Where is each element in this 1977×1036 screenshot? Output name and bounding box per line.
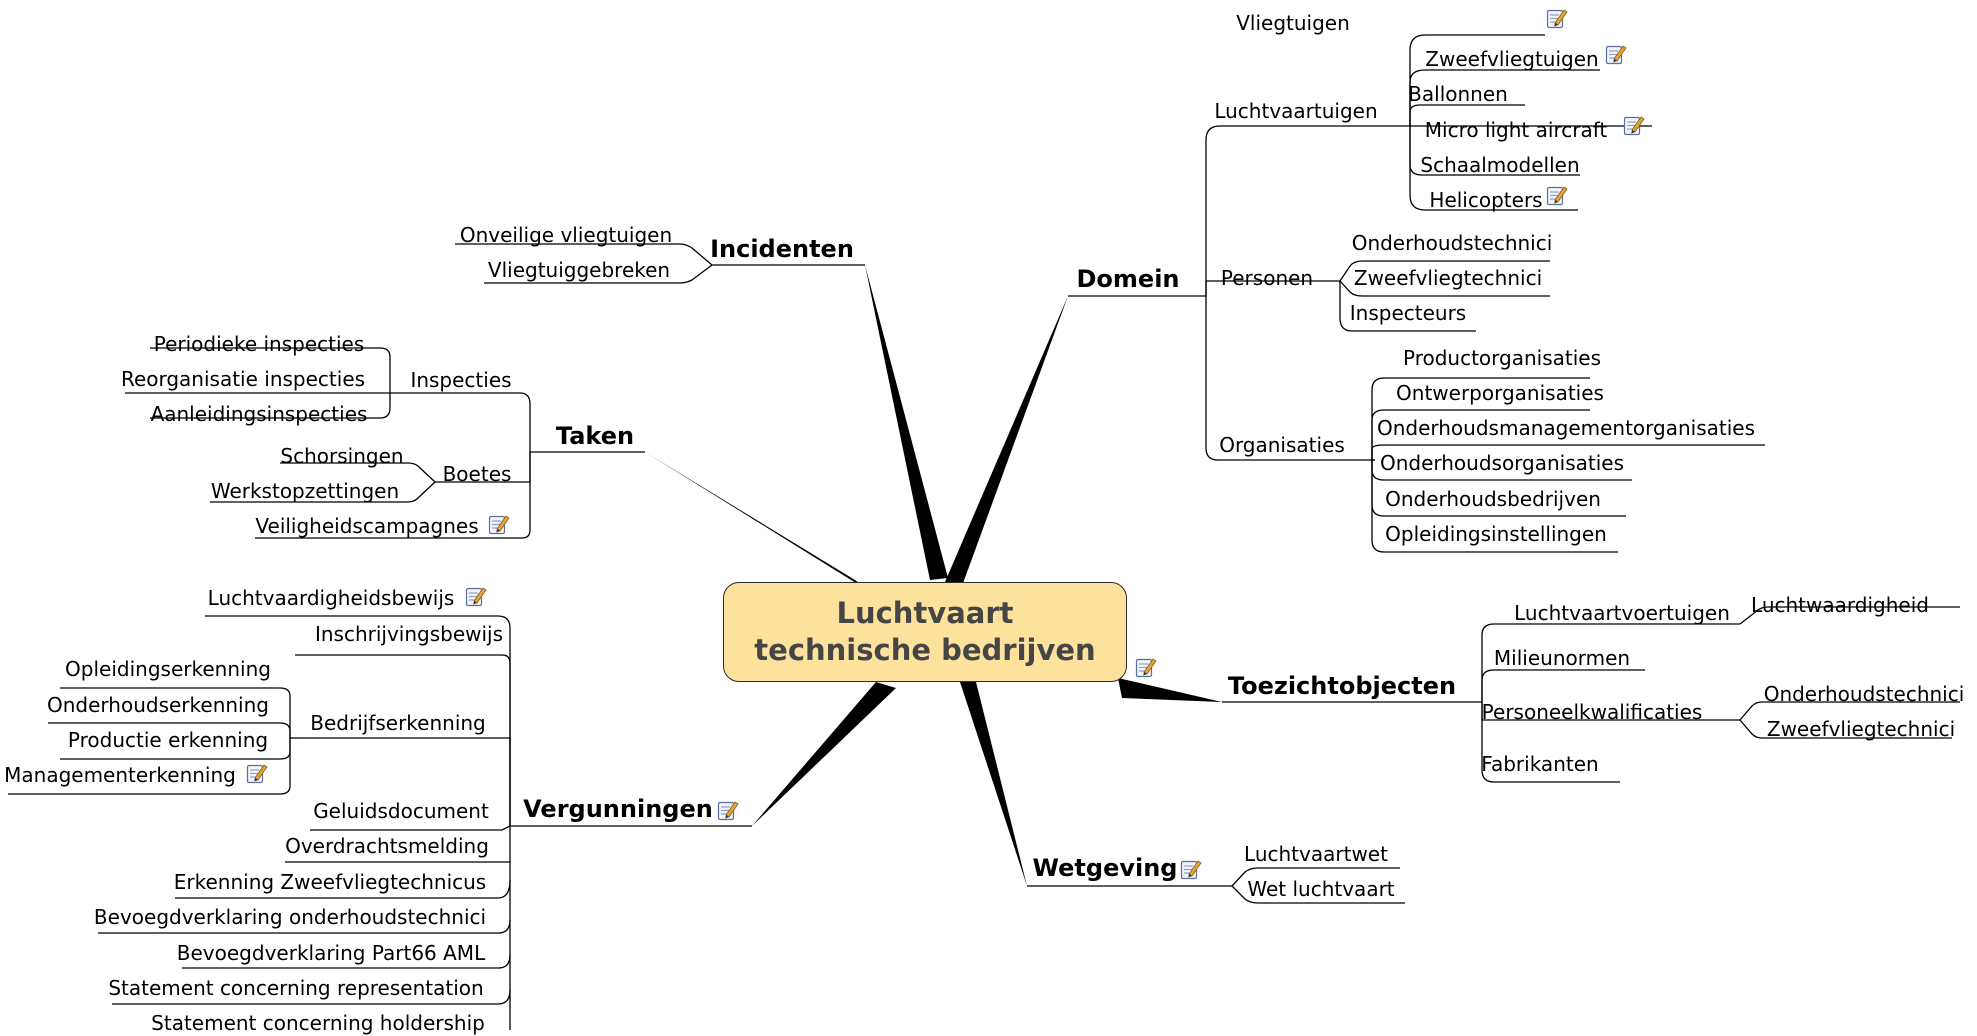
note-edit-icon[interactable] xyxy=(1546,7,1568,29)
note-edit-icon[interactable] xyxy=(1623,114,1645,136)
node-opleidingserkenning[interactable]: Opleidingserkenning xyxy=(65,657,271,681)
node-personen[interactable]: Personen xyxy=(1220,266,1314,290)
node-bevoegdverklaring-part66[interactable]: Bevoegdverklaring Part66 AML xyxy=(176,941,486,965)
node-managementerkenning[interactable]: Managementerkenning xyxy=(4,763,236,787)
node-zweefvliegtuigen[interactable]: Zweefvliegtuigen xyxy=(1425,47,1599,71)
wedge-wetgeving xyxy=(960,682,1027,886)
node-ballonnen[interactable]: Ballonnen xyxy=(1408,82,1508,106)
note-edit-icon[interactable] xyxy=(1546,184,1568,206)
branch-taken[interactable]: Taken xyxy=(555,422,635,450)
note-edit-icon[interactable] xyxy=(1180,858,1202,880)
node-onderhoudstechnici-toezicht[interactable]: Onderhoudstechnici xyxy=(1763,682,1965,706)
node-geluidsdocument[interactable]: Geluidsdocument xyxy=(313,799,489,823)
note-edit-icon[interactable] xyxy=(1605,43,1627,65)
node-zweefvliegtechnici[interactable]: Zweefvliegtechnici xyxy=(1353,266,1543,290)
note-edit-icon[interactable] xyxy=(246,762,268,784)
node-reorganisatie-inspecties[interactable]: Reorganisatie inspecties xyxy=(120,367,366,391)
wedge-incidenten xyxy=(865,265,948,580)
node-productorganisaties[interactable]: Productorganisaties xyxy=(1402,346,1602,370)
wedge-taken xyxy=(645,452,872,593)
node-aanleidingsinspecties[interactable]: Aanleidingsinspecties xyxy=(150,402,368,426)
wedge-toezicht xyxy=(1118,678,1222,702)
node-schorsingen[interactable]: Schorsingen xyxy=(280,444,404,468)
branch-domein[interactable]: Domein xyxy=(1076,265,1180,293)
note-edit-icon[interactable] xyxy=(717,799,739,821)
node-inspecties[interactable]: Inspecties xyxy=(410,368,512,392)
node-wet-luchtvaart[interactable]: Wet luchtvaart xyxy=(1247,877,1395,901)
node-personeelkwalificaties[interactable]: Personeelkwalificaties xyxy=(1481,700,1703,724)
branch-wetgeving[interactable]: Wetgeving xyxy=(1032,854,1178,882)
node-ontwerporganisaties[interactable]: Ontwerporganisaties xyxy=(1396,381,1604,405)
branch-incidenten[interactable]: Incidenten xyxy=(710,235,854,263)
node-luchtvaartvoertuigen[interactable]: Luchtvaartvoertuigen xyxy=(1514,601,1730,625)
central-topic[interactable]: Luchtvaart technische bedrijven xyxy=(723,582,1127,682)
node-helicopters[interactable]: Helicopters xyxy=(1429,188,1543,212)
branch-vergunningen[interactable]: Vergunningen xyxy=(523,795,713,823)
wedge-domein xyxy=(945,296,1068,586)
node-luchtvaartwet[interactable]: Luchtvaartwet xyxy=(1244,842,1388,866)
node-onderhoudserkenning[interactable]: Onderhoudserkenning xyxy=(47,693,269,717)
note-edit-icon[interactable] xyxy=(488,513,510,535)
node-vliegtuiggebreken[interactable]: Vliegtuiggebreken xyxy=(487,258,671,282)
node-vliegtuigen[interactable]: Vliegtuigen xyxy=(1236,11,1350,35)
node-erkenning-zweefvliegtechnicus[interactable]: Erkenning Zweefvliegtechnicus xyxy=(173,870,487,894)
node-schaalmodellen[interactable]: Schaalmodellen xyxy=(1420,153,1580,177)
node-inspecteurs[interactable]: Inspecteurs xyxy=(1349,301,1467,325)
node-zweefvliegtechnici-toezicht[interactable]: Zweefvliegtechnici xyxy=(1766,717,1956,741)
node-productie-erkenning[interactable]: Productie erkenning xyxy=(67,728,269,752)
node-onderhoudsorganisaties[interactable]: Onderhoudsorganisaties xyxy=(1379,451,1625,475)
node-organisaties[interactable]: Organisaties xyxy=(1219,433,1345,457)
wedge-vergunningen xyxy=(752,682,896,826)
node-statement-holdership[interactable]: Statement concerning holdership xyxy=(151,1011,485,1035)
note-edit-icon[interactable] xyxy=(465,585,487,607)
node-bedrijfserkenning[interactable]: Bedrijfserkenning xyxy=(310,711,486,735)
note-edit-icon[interactable] xyxy=(1135,656,1157,678)
node-overdrachtsmelding[interactable]: Overdrachtsmelding xyxy=(285,834,489,858)
node-veiligheidscampagnes[interactable]: Veiligheidscampagnes xyxy=(255,514,479,538)
node-onderhoudsmanagementorganisaties[interactable]: Onderhoudsmanagementorganisaties xyxy=(1376,416,1756,440)
node-opleidingsinstellingen[interactable]: Opleidingsinstellingen xyxy=(1385,522,1607,546)
node-periodieke-inspecties[interactable]: Periodieke inspecties xyxy=(153,332,365,356)
node-onderhoudsbedrijven[interactable]: Onderhoudsbedrijven xyxy=(1385,487,1601,511)
node-bevoegdverklaring-onderhoudstechnici[interactable]: Bevoegdverklaring onderhoudstechnici xyxy=(93,905,487,929)
node-onveilige-vliegtuigen[interactable]: Onveilige vliegtuigen xyxy=(459,223,673,247)
node-statement-representation[interactable]: Statement concerning representation xyxy=(108,976,484,1000)
node-luchtvaartuigen[interactable]: Luchtvaartuigen xyxy=(1214,99,1378,123)
node-micro-light-aircraft[interactable]: Micro light aircraft xyxy=(1424,118,1608,142)
node-luchtvaardigheidsbewijs[interactable]: Luchtvaardigheidsbewijs xyxy=(207,586,455,610)
node-onderhoudstechnici[interactable]: Onderhoudstechnici xyxy=(1351,231,1553,255)
branch-toezichtobjecten[interactable]: Toezichtobjecten xyxy=(1227,672,1457,700)
node-fabrikanten[interactable]: Fabrikanten xyxy=(1481,752,1599,776)
node-luchtwaardigheid[interactable]: Luchtwaardigheid xyxy=(1751,593,1929,617)
node-werkstopzettingen[interactable]: Werkstopzettingen xyxy=(210,479,400,503)
node-boetes[interactable]: Boetes xyxy=(442,462,512,486)
node-inschrijvingsbewijs[interactable]: Inschrijvingsbewijs xyxy=(314,622,504,646)
node-milieunormen[interactable]: Milieunormen xyxy=(1493,646,1631,670)
